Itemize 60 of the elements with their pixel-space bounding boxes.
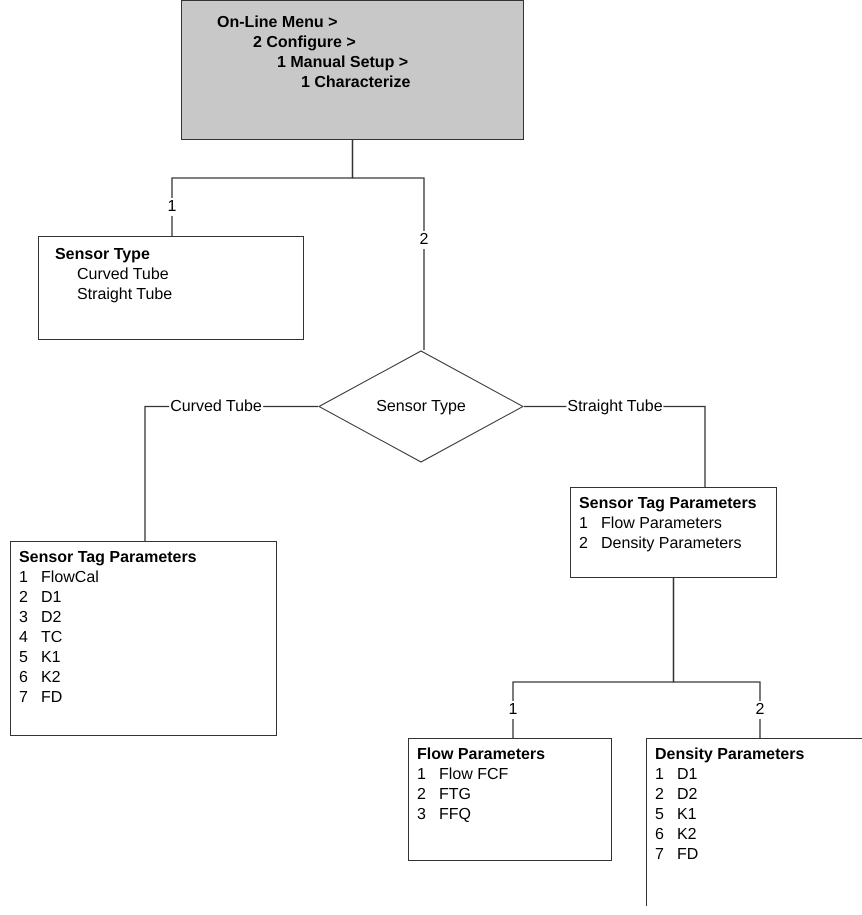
menu-item: Curved Tube	[76, 265, 170, 285]
item-number: 2	[19, 588, 29, 608]
menu-path-text: 1 Characterize	[300, 73, 412, 93]
item-number: 7	[655, 845, 665, 865]
process-box	[38, 236, 304, 340]
edge-label: Straight Tube	[566, 398, 664, 416]
menu-item: Flow Parameters	[601, 514, 723, 534]
edge-label: 2	[418, 231, 430, 249]
menu-item: Flow FCF	[439, 765, 508, 785]
process-box	[10, 541, 277, 736]
item-number: 2	[655, 785, 665, 805]
process-box	[646, 738, 862, 906]
menu-item: K1	[677, 805, 698, 825]
menu-item: D2	[41, 608, 62, 628]
menu-item: D1	[41, 588, 62, 608]
item-number: 1	[579, 514, 589, 534]
item-number: 7	[19, 688, 29, 708]
item-number: 6	[19, 668, 29, 688]
edge-label: 2	[754, 701, 766, 719]
item-number: 3	[417, 805, 427, 825]
menu-item: FlowCal	[41, 568, 99, 588]
item-number: 4	[19, 628, 29, 648]
process-box	[570, 487, 777, 578]
decision-diamond	[318, 350, 524, 463]
item-number: 2	[417, 785, 427, 805]
edge-label: 1	[166, 198, 178, 216]
connector-line	[672, 578, 761, 738]
menu-item: D1	[677, 765, 698, 785]
item-number: 1	[19, 568, 29, 588]
process-box	[408, 738, 612, 861]
item-number: 5	[655, 805, 665, 825]
connector-line	[352, 140, 425, 350]
item-number: 5	[19, 648, 29, 668]
decision-text: Sensor Type	[375, 396, 467, 416]
box-heading: Sensor Tag Parameters	[19, 548, 198, 568]
menu-path-text: 2 Configure >	[252, 33, 357, 53]
menu-item: FD	[677, 845, 698, 865]
item-number: 3	[19, 608, 29, 628]
item-number: 1	[417, 765, 427, 785]
menu-item: TC	[41, 628, 64, 648]
menu-item: D2	[677, 785, 698, 805]
item-number: 2	[579, 534, 589, 554]
menu-item: FTG	[439, 785, 472, 805]
menu-item: K2	[41, 668, 62, 688]
menu-path-text: 1 Manual Setup >	[276, 53, 410, 73]
menu-path-text: On-Line Menu >	[217, 13, 338, 33]
box-heading: Density Parameters	[655, 745, 806, 765]
menu-item: K2	[677, 825, 698, 845]
menu-item: K1	[41, 648, 62, 668]
menu-item: FFQ	[439, 805, 472, 825]
box-heading: Sensor Type	[55, 245, 151, 265]
item-number: 1	[655, 765, 665, 785]
box-heading: Flow Parameters	[417, 745, 546, 765]
edge-label: 1	[508, 701, 518, 719]
menu-item: Density Parameters	[601, 534, 742, 554]
menu-item: FD	[41, 688, 64, 708]
item-number: 6	[655, 825, 665, 845]
menu-item: Straight Tube	[76, 285, 174, 305]
box-heading: Sensor Tag Parameters	[579, 494, 758, 514]
menu-path-box	[181, 0, 524, 140]
